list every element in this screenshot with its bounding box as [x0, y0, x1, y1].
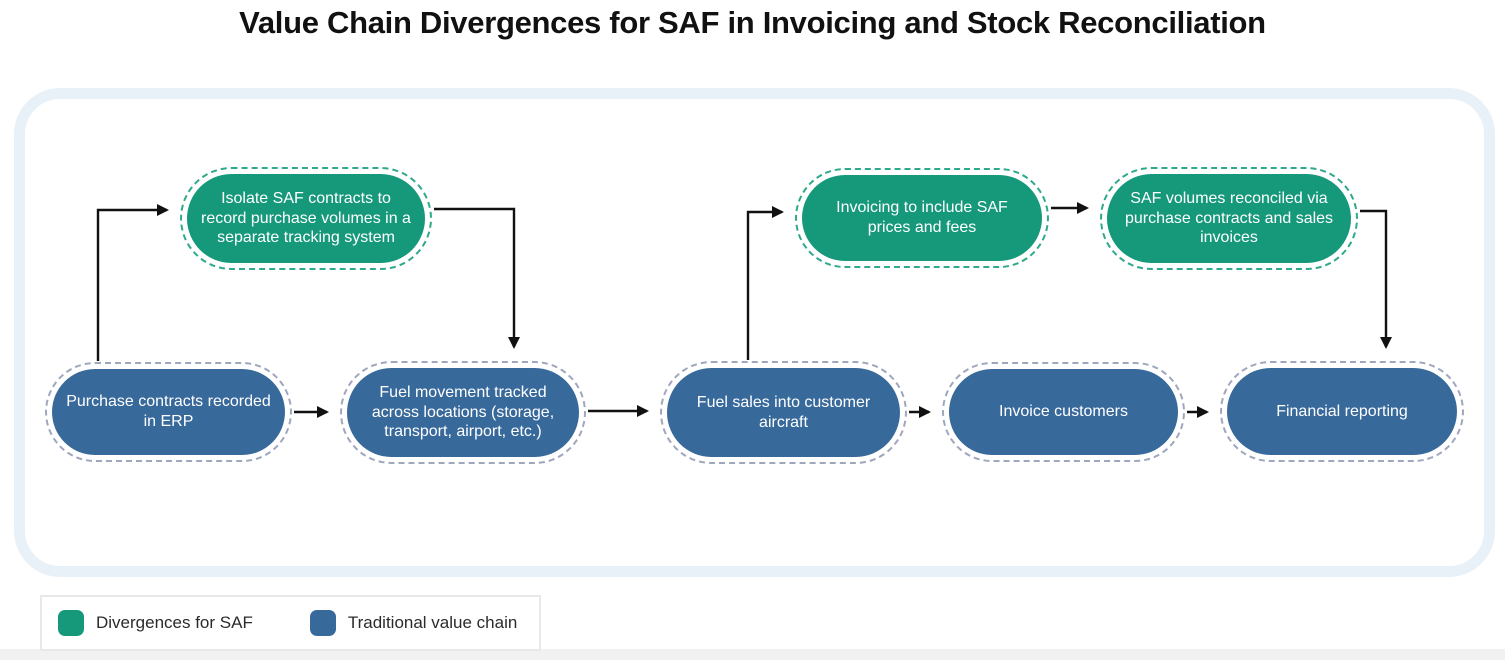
- legend: Divergences for SAF Traditional value ch…: [40, 595, 541, 651]
- node-label: Purchase contracts recorded in ERP: [52, 369, 285, 455]
- node-saf-isolate-contracts: Isolate SAF contracts to record purchase…: [180, 167, 432, 270]
- node-fuel-movement-tracked: Fuel movement tracked across locations (…: [340, 361, 586, 464]
- legend-item-traditional-chain: Traditional value chain: [309, 610, 518, 636]
- diagram-container: [14, 88, 1495, 577]
- node-financial-reporting: Financial reporting: [1220, 361, 1464, 462]
- node-label: SAF volumes reconciled via purchase cont…: [1107, 174, 1351, 263]
- node-purchase-contracts-erp: Purchase contracts recorded in ERP: [45, 362, 292, 462]
- node-label: Invoice customers: [949, 369, 1178, 455]
- legend-label: Divergences for SAF: [96, 613, 253, 632]
- node-saf-volumes-reconciled: SAF volumes reconciled via purchase cont…: [1100, 167, 1358, 270]
- node-saf-invoicing-prices-fees: Invoicing to include SAF prices and fees: [795, 168, 1049, 268]
- node-label: Fuel sales into customer aircraft: [667, 368, 900, 457]
- node-fuel-sales-aircraft: Fuel sales into customer aircraft: [660, 361, 907, 464]
- page-title: Value Chain Divergences for SAF in Invoi…: [239, 5, 1266, 40]
- node-invoice-customers: Invoice customers: [942, 362, 1185, 462]
- node-label: Financial reporting: [1227, 368, 1457, 455]
- node-label: Isolate SAF contracts to record purchase…: [187, 174, 425, 263]
- legend-item-divergences-saf: Divergences for SAF: [58, 610, 253, 636]
- node-label: Invoicing to include SAF prices and fees: [802, 175, 1042, 261]
- legend-swatch-traditional-icon: [309, 610, 336, 636]
- legend-label: Traditional value chain: [347, 613, 518, 632]
- node-label: Fuel movement tracked across locations (…: [347, 368, 579, 457]
- legend-swatch-saf-icon: [58, 610, 84, 636]
- bottom-strip: [0, 649, 1505, 660]
